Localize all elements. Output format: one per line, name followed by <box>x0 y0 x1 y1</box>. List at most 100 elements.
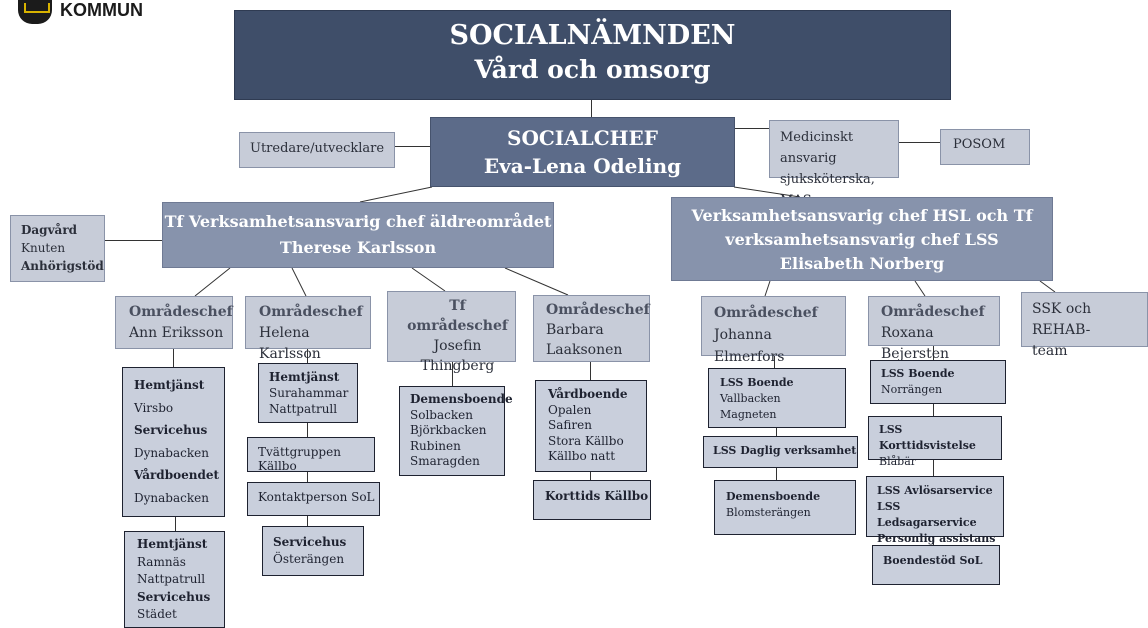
unit-line: Virsbo <box>134 400 174 415</box>
unit-roxana-4: Boendestöd SoL <box>872 545 1000 585</box>
unit-helena-2: Tvättgruppen Källbo <box>247 437 375 473</box>
unit-line: LSS Daglig verksamhet <box>713 444 857 457</box>
utredare-box: Utredare/utvecklare <box>239 132 395 168</box>
ssk-rehab-box: SSK och REHAB- team <box>1021 292 1148 359</box>
unit-line: Hemtjänst <box>134 378 205 392</box>
ssk-line1: SSK och REHAB- <box>1032 301 1092 338</box>
connector <box>307 516 308 526</box>
posom-label: POSOM <box>953 137 1006 152</box>
area-chief-name-2: Thingberg <box>420 358 495 374</box>
dagvard-label: Dagvård <box>21 223 78 237</box>
unit-line: Servicehus <box>134 423 208 437</box>
unit-ann-1: Hemtjänst Virsbo Servicehus Dynabacken V… <box>122 367 225 517</box>
area-chief-title: Områdeschef <box>546 302 650 318</box>
unit-roxana-3: LSS Avlösarservice LSS Ledsagarservice P… <box>866 476 1004 545</box>
left-head-name: Therese Karlsson <box>279 238 437 257</box>
connector <box>898 142 940 143</box>
left-head-title: Tf Verksamhetsansvarig chef äldreområdet <box>164 212 552 231</box>
unit-line: Blåbär <box>879 455 917 468</box>
connector <box>173 349 174 367</box>
unit-line: Nattpatrull <box>137 572 206 586</box>
unit-roxana-2: LSS Korttidsvistelse Blåbär <box>868 416 1002 468</box>
unit-line: Städet <box>137 607 177 621</box>
anhorig-label: Anhörigstöd <box>21 259 104 273</box>
connector <box>307 349 308 363</box>
unit-line: LSS Boende <box>720 376 794 389</box>
mas-line1: Medicinskt ansvarig <box>780 130 854 166</box>
area-chief-ann: Områdeschef Ann Eriksson <box>115 296 233 349</box>
unit-line: Nattpatrull <box>269 402 338 416</box>
unit-line: Kontaktperson SoL <box>258 490 375 504</box>
unit-line: Dynabacken <box>134 490 209 505</box>
area-chief-title: Tf områdeschef <box>407 298 508 334</box>
unit-line: Surahammar <box>269 386 349 400</box>
unit-helena-1: Hemtjänst Surahammar Nattpatrull <box>258 363 358 423</box>
unit-line: Servicehus <box>137 589 211 604</box>
area-chief-title: Områdeschef <box>129 304 233 320</box>
unit-line: LSS Avlösarservice <box>877 484 993 497</box>
connector <box>933 537 934 545</box>
unit-johanna-1: LSS Boende Vallbacken Magneten <box>708 368 846 428</box>
connector <box>175 517 176 531</box>
logo-text: KOMMUN <box>60 0 143 20</box>
utredare-label: Utredare/utvecklare <box>250 141 385 156</box>
connector <box>307 423 308 437</box>
socialchef-box: SOCIALCHEF Eva-Lena Odeling <box>430 117 735 187</box>
area-chief-name: Helena Karlsson <box>259 325 321 362</box>
unit-line: Magneten <box>720 408 777 421</box>
aldreomradet-head-box: Tf Verksamhetsansvarig chef äldreområdet… <box>162 202 554 268</box>
connector <box>774 356 775 368</box>
unit-line: Dynabacken <box>134 445 209 460</box>
unit-line: Hemtjänst <box>269 370 340 384</box>
connector <box>104 240 162 241</box>
top-subtitle: Vård och omsorg <box>474 55 711 84</box>
connector <box>395 146 431 147</box>
socialnamnden-box: SOCIALNÄMNDEN Vård och omsorg <box>234 10 951 100</box>
knuten-label: Knuten <box>21 241 66 255</box>
area-chief-name-1: Barbara <box>546 322 604 338</box>
area-chief-johanna: Områdeschef Johanna Elmerfors <box>701 296 846 365</box>
mas-box: Medicinskt ansvarig sjuksköterska, MAS <box>769 120 899 208</box>
unit-line: Hemtjänst <box>137 537 208 551</box>
unit-line: LSS Boende <box>881 367 955 380</box>
area-chief-helena: Områdeschef Helena Karlsson <box>245 296 371 362</box>
unit-line: Demensboende <box>410 392 513 406</box>
unit-line: Blomsterängen <box>726 506 811 519</box>
unit-josefin-1: Demensboende Solbacken Björkbacken Rubin… <box>399 386 513 476</box>
area-chief-title: Områdeschef <box>881 304 985 320</box>
area-chief-name-1: Josefin <box>433 338 482 354</box>
area-chief-name: Johanna Elmerfors <box>714 327 785 365</box>
unit-line: Björkbacken <box>410 423 487 437</box>
unit-line: Stora Källbo <box>548 433 624 448</box>
posom-box: POSOM <box>940 129 1030 165</box>
unit-line: Vårdboendet <box>134 468 220 482</box>
unit-barbara-1: Vårdboende Opalen Safiren Stora Källbo K… <box>535 380 647 472</box>
area-chief-roxana: Områdeschef Roxana Bejersten <box>868 296 1000 362</box>
unit-line: Korttids Källbo <box>545 489 649 503</box>
municipality-logo <box>18 0 52 24</box>
connector <box>590 472 591 480</box>
unit-line: Safiren <box>548 418 592 432</box>
unit-line: Rubinen <box>410 438 461 453</box>
unit-line: Vallbacken <box>720 392 781 405</box>
unit-line: Österängen <box>273 552 345 566</box>
connector <box>933 460 934 476</box>
chief-title: SOCIALCHEF <box>507 126 658 150</box>
hsl-lss-head-box: Verksamhetsansvarig chef HSL och Tf verk… <box>671 197 1053 281</box>
unit-line: Vårdboende <box>548 387 628 401</box>
unit-line: Ramnäs <box>137 554 186 569</box>
unit-johanna-3: Demensboende Blomsterängen <box>714 480 856 535</box>
unit-barbara-2: Korttids Källbo <box>533 480 651 520</box>
unit-line: Norrängen <box>881 383 943 396</box>
unit-line: Tvättgruppen Källbo <box>258 445 341 473</box>
connector <box>776 428 777 436</box>
connector <box>452 362 453 386</box>
right-head-line2: verksamhetsansvarig chef LSS <box>725 230 999 249</box>
connector <box>933 346 934 360</box>
unit-line: Boendestöd SoL <box>883 554 983 567</box>
connector <box>776 468 777 480</box>
right-head-name: Elisabeth Norberg <box>779 254 945 273</box>
connector <box>591 100 592 118</box>
unit-line: LSS Ledsagarservice <box>877 500 977 529</box>
